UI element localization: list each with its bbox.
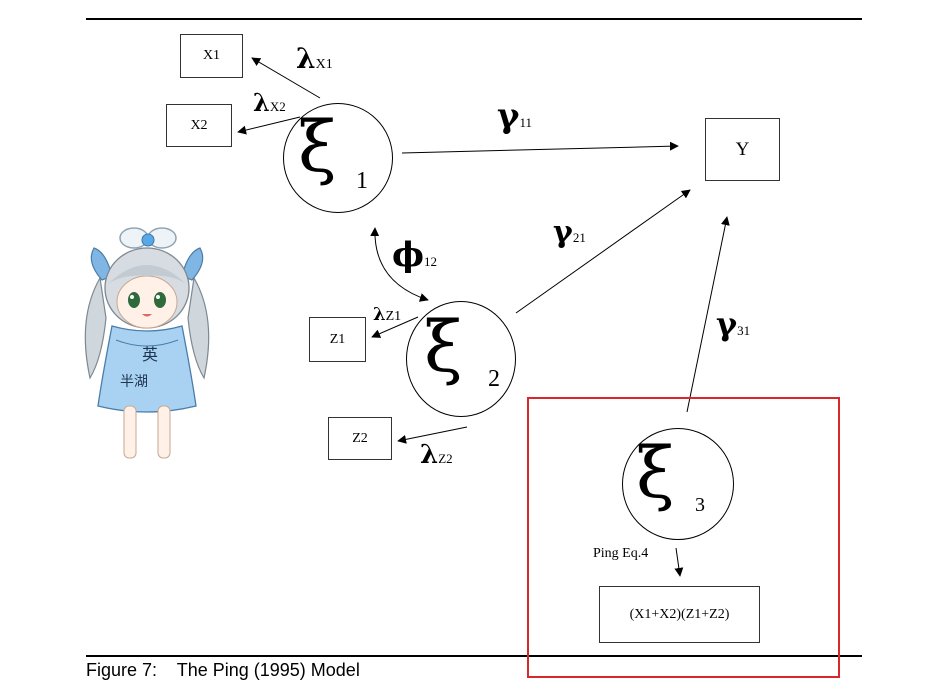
latent-xi1: [283, 103, 393, 213]
latent-xi3-symbol: ξ: [636, 432, 675, 514]
arrow-xi1-x2: [237, 116, 301, 135]
bottom-rule: [86, 655, 862, 657]
label-lambda-z1: λZ1: [373, 304, 402, 325]
arrow-xi2-z1: [371, 316, 419, 338]
latent-xi1-index: 1: [356, 168, 368, 194]
mascot-text-line1: 英: [142, 345, 158, 364]
box-z2: Z2: [328, 417, 392, 460]
box-y: Y: [705, 118, 780, 181]
latent-xi1-symbol: ξ: [298, 106, 337, 188]
top-rule: [86, 18, 862, 20]
box-z1: Z1: [309, 317, 366, 362]
box-product-term: (X1+X2)(Z1+Z2): [599, 586, 760, 643]
arrow-xi3-product: [674, 547, 684, 577]
label-phi-12: ϕ12: [392, 235, 438, 275]
latent-xi2-symbol: ξ: [424, 306, 463, 388]
label-lambda-x1: λX1: [296, 42, 333, 75]
latent-xi2-index: 2: [488, 366, 500, 392]
latent-xi3: [622, 428, 734, 540]
arrow-xi2-y: [515, 189, 691, 314]
mascot-text-line2: 半湖: [120, 374, 148, 390]
label-gamma-21: γ21: [553, 215, 586, 250]
label-gamma-31: γ31: [716, 305, 751, 343]
latent-xi2: [406, 301, 516, 417]
arrow-xi2-z2: [397, 426, 468, 444]
arrow-xi1-x1: [251, 57, 321, 99]
label-gamma-11: γ11: [497, 96, 532, 136]
arrow-xi3-y: [686, 216, 730, 413]
label-lambda-x2: λX2: [253, 88, 286, 117]
arrow-xi1-y: [401, 141, 679, 154]
highlight-box: [527, 397, 840, 678]
mascot-sticker: 英 半湖: [84, 227, 210, 459]
arrow-phi12-correlation: [370, 227, 429, 302]
figure-caption: Figure 7: The Ping (1995) Model: [86, 660, 360, 680]
box-x1: X1: [180, 34, 243, 78]
latent-xi3-index: 3: [695, 494, 705, 516]
label-lambda-z2: λZ2: [420, 440, 453, 470]
box-x2: X2: [166, 104, 232, 147]
annotation-ping-eq4: Ping Eq.4: [593, 546, 649, 561]
